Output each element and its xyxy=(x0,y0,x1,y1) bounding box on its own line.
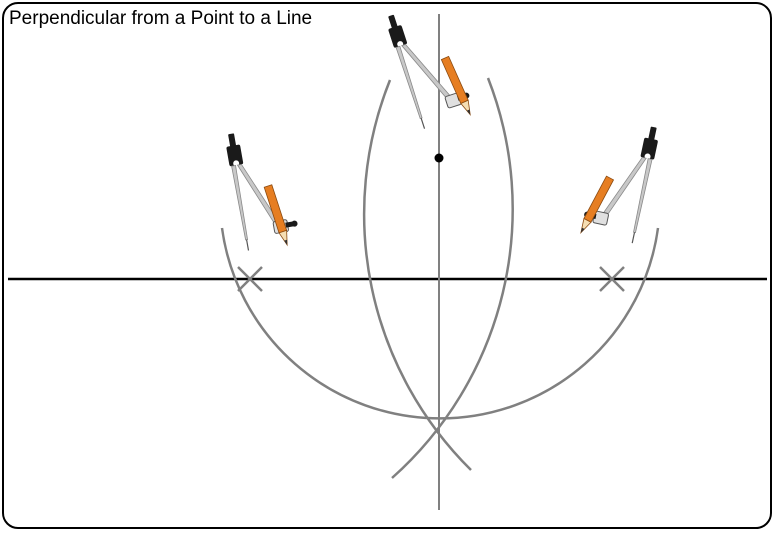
compass-icon xyxy=(383,0,476,131)
right-intersection-mark xyxy=(599,266,625,292)
arc-from-point xyxy=(220,227,660,420)
arc-from-left-intersection xyxy=(391,77,514,479)
left-intersection-mark xyxy=(237,266,263,292)
pencil-icon xyxy=(576,175,615,236)
pencil-icon xyxy=(263,184,292,247)
compass-icon xyxy=(223,124,302,252)
given-point xyxy=(434,153,444,163)
compass-icon xyxy=(579,116,662,245)
diagram-title: Perpendicular from a Point to a Line xyxy=(9,8,313,29)
pencil-icon xyxy=(440,55,475,117)
arc-from-right-intersection xyxy=(362,79,472,471)
